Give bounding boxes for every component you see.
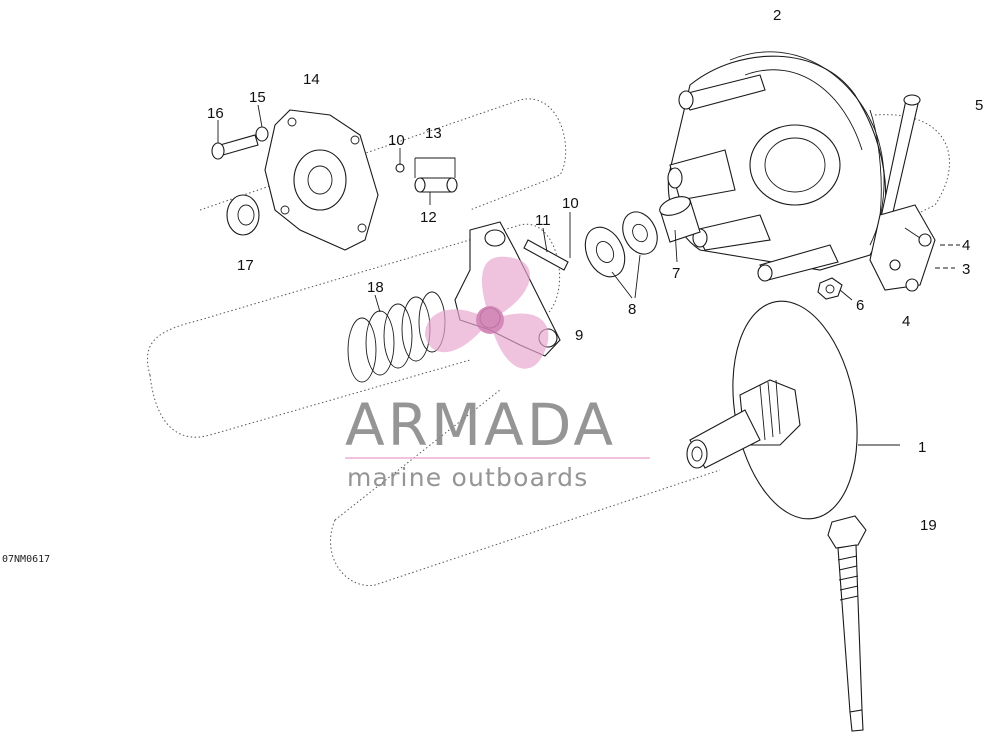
callout-4-lower: 4 <box>902 313 910 330</box>
clutch-bolt <box>827 515 867 732</box>
leader-lines <box>217 104 960 446</box>
callout-10-top: 10 <box>388 132 405 149</box>
cover-housing <box>667 51 887 282</box>
callout-6: 6 <box>856 297 864 314</box>
callout-7: 7 <box>672 265 680 282</box>
clutch-sheave <box>686 300 858 520</box>
nut <box>817 277 843 300</box>
propeller-logo-icon <box>425 256 549 369</box>
callout-19: 19 <box>920 517 937 534</box>
lever-bracket <box>869 204 936 292</box>
callout-17: 17 <box>237 257 254 274</box>
callout-8: 8 <box>628 301 636 318</box>
drawing-code: 07NM0617 <box>2 554 50 565</box>
pin <box>523 239 569 271</box>
callout-12: 12 <box>420 209 437 226</box>
callout-14: 14 <box>303 71 320 88</box>
callout-labels: 1 2 3 4 4 5 6 7 8 9 10 10 11 12 13 14 15… <box>207 7 983 534</box>
watermark-tagline: marine outboards <box>347 463 588 492</box>
callout-5: 5 <box>975 97 983 114</box>
bolt-and-washer <box>211 126 269 160</box>
callout-18: 18 <box>367 279 384 296</box>
cover-plate <box>264 109 379 251</box>
callout-2: 2 <box>773 7 781 24</box>
bushing <box>659 196 701 243</box>
callout-10-right: 10 <box>562 195 579 212</box>
callout-11: 11 <box>535 212 551 229</box>
washers <box>584 211 658 278</box>
callout-1: 1 <box>918 439 926 456</box>
explosion-envelopes <box>147 98 950 586</box>
armada-watermark: ARMADA marine outboards <box>345 256 650 492</box>
callout-9: 9 <box>575 327 583 344</box>
pin-assembly <box>395 163 458 193</box>
callout-3: 3 <box>962 261 970 278</box>
callout-13: 13 <box>425 125 442 142</box>
callout-4-right: 4 <box>962 237 970 254</box>
callout-16: 16 <box>207 105 224 122</box>
watermark-name: ARMADA <box>345 391 616 459</box>
seal <box>226 194 260 236</box>
callout-15: 15 <box>249 89 266 106</box>
